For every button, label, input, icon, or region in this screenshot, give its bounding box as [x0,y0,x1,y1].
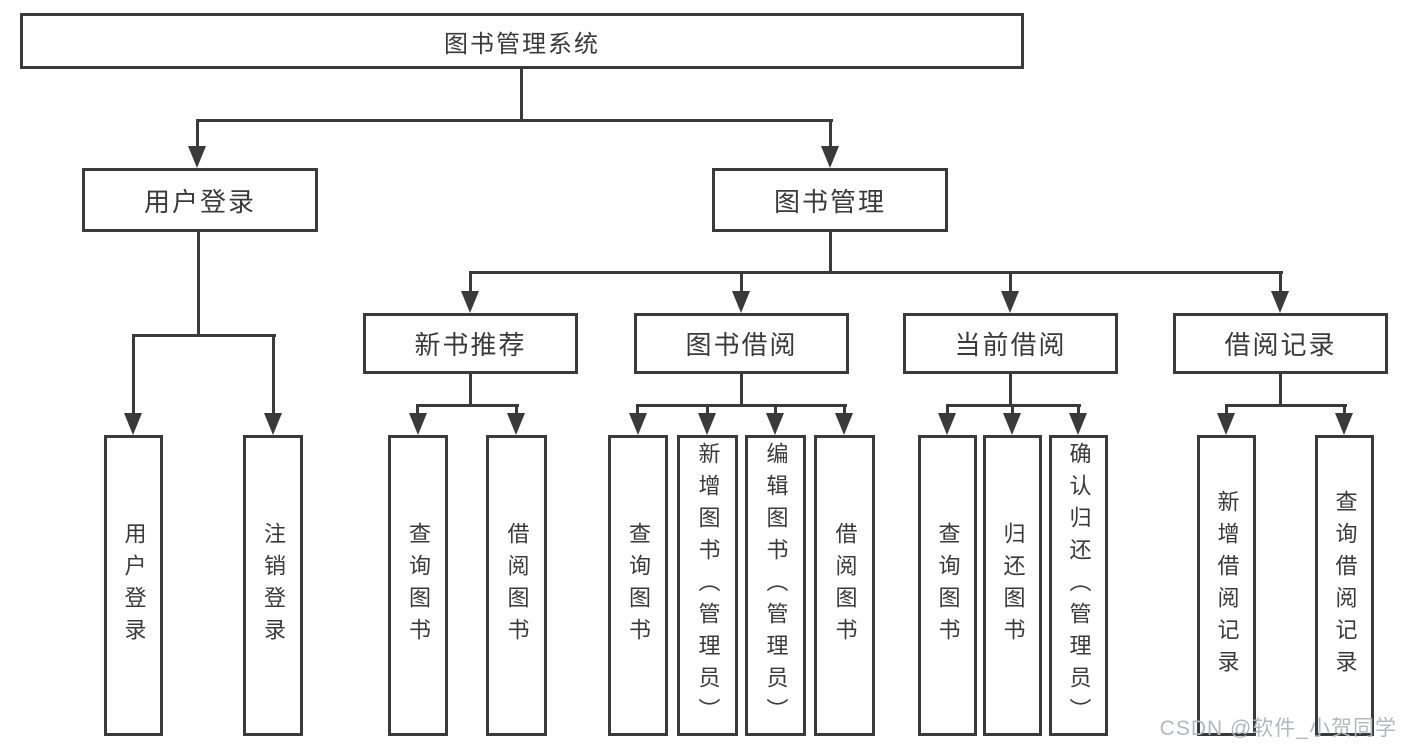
connector-stem-new-books [469,273,472,293]
connector-stem-nb-query [416,406,419,415]
leaf-bb-borrow: 借阅图书 [814,435,875,736]
arrowhead-leaf-logout-icon [264,413,282,435]
arrowhead-cb-query-icon [938,413,956,435]
node-user-login-label: 用户登录 [143,186,256,217]
connector-current-borrow-bar [946,404,1081,407]
leaf-bb-add-label: 新增图书（管理员） [695,441,721,730]
node-borrow-records-label: 借阅记录 [1224,330,1337,360]
connector-new-books-bar [416,404,519,407]
leaf-cb-confirm-label: 确认归还（管理员） [1066,441,1092,730]
leaf-cb-confirm: 确认归还（管理员） [1049,435,1108,736]
leaf-user-login-label: 用户登录 [121,521,147,650]
node-new-books: 新书推荐 [363,313,578,374]
arrowhead-cb-confirm-icon [1069,413,1087,435]
leaf-br-add-label: 新增借阅记录 [1214,489,1240,682]
node-current-borrow-label: 当前借阅 [954,330,1067,360]
connector-book-borrow-down [740,374,743,406]
connector-book-mgmt-down [829,231,832,273]
leaf-cb-return: 归还图书 [983,435,1042,736]
leaf-bb-edit-label: 编辑图书（管理员） [763,441,789,730]
connector-borrow-records-down [1279,374,1282,406]
leaf-cb-return-label: 归还图书 [1000,521,1026,650]
connector-stem-br-add [1225,406,1228,415]
arrowhead-bb-borrow-icon [835,413,853,435]
connector-borrow-records-bar [1225,404,1347,407]
node-book-borrow-label: 图书借阅 [685,330,798,360]
arrowhead-book-borrow-icon [732,291,750,313]
connector-book-mgmt-bar [469,271,1283,274]
leaf-nb-query: 查询图书 [388,435,448,736]
connector-stem-bb-edit [774,406,777,415]
arrowhead-nb-query-icon [409,413,427,435]
connector-stem-book-mgmt [829,120,832,148]
leaf-br-query: 查询借阅记录 [1315,435,1374,736]
arrowhead-bb-query-icon [629,413,647,435]
node-new-books-label: 新书推荐 [414,330,527,360]
connector-stem-cb-return [1011,406,1014,415]
leaf-bb-edit: 编辑图书（管理员） [745,435,806,736]
connector-stem-current-borrow [1009,273,1012,293]
connector-user-login-bar [132,334,276,337]
arrowhead-user-login-icon [188,146,206,168]
leaf-nb-query-label: 查询图书 [406,521,431,650]
leaf-bb-add: 新增图书（管理员） [677,435,738,736]
node-book-borrow: 图书借阅 [634,313,849,374]
node-user-login: 用户登录 [82,168,318,232]
connector-stem-borrow-records [1279,273,1282,293]
leaf-cb-query-label: 查询图书 [935,521,961,650]
arrowhead-cb-return-icon [1003,413,1021,435]
leaf-bb-borrow-label: 借阅图书 [832,521,858,650]
leaf-bb-query: 查询图书 [608,435,668,736]
connector-stem-book-borrow [740,273,743,293]
node-book-mgmt: 图书管理 [712,168,948,232]
connector-stem-cb-query [946,406,949,415]
leaf-logout-label: 注销登录 [261,521,286,650]
leaf-logout: 注销登录 [243,435,303,736]
arrowhead-borrow-records-icon [1271,291,1289,313]
arrowhead-current-borrow-icon [1001,291,1019,313]
node-current-borrow: 当前借阅 [903,313,1118,374]
arrowhead-nb-borrow-icon [507,413,525,435]
csdn-watermark: CSDN @软件_小贺同学 [1159,717,1397,740]
arrowhead-bb-edit-icon [766,413,784,435]
leaf-br-query-label: 查询借阅记录 [1332,489,1358,682]
arrowhead-br-query-icon [1335,413,1353,435]
leaf-br-add: 新增借阅记录 [1197,435,1256,736]
arrowhead-br-add-icon [1217,413,1235,435]
connector-root-down [520,69,523,121]
connector-current-borrow-down [1009,374,1012,406]
connector-new-books-down [469,374,472,406]
node-book-mgmt-label: 图书管理 [773,186,886,217]
node-root: 图书管理系统 [20,13,1024,69]
connector-stem-bb-borrow [843,406,846,415]
node-root-label: 图书管理系统 [444,30,600,58]
leaf-nb-borrow-label: 借阅图书 [504,521,530,650]
arrowhead-book-mgmt-icon [821,146,839,168]
leaf-user-login: 用户登录 [104,435,163,736]
connector-stem-bb-add [706,406,709,415]
connector-root-bar [196,119,833,122]
arrowhead-new-books-icon [461,291,479,313]
connector-stem-bb-query [636,406,639,415]
connector-stem-leaf-user-login [132,336,135,415]
connector-user-login-down [197,231,200,336]
arrowhead-leaf-user-login-icon [124,413,142,435]
leaf-bb-query-label: 查询图书 [626,521,651,650]
connector-stem-cb-confirm [1077,406,1080,415]
connector-stem-leaf-logout [272,336,275,415]
leaf-cb-query: 查询图书 [918,435,977,736]
connector-stem-nb-borrow [515,406,518,415]
leaf-nb-borrow: 借阅图书 [486,435,547,736]
connector-book-borrow-bar [636,404,847,407]
connector-stem-br-query [1343,406,1346,415]
connector-stem-user-login [196,120,199,148]
arrowhead-bb-add-icon [698,413,716,435]
node-borrow-records: 借阅记录 [1173,313,1388,374]
